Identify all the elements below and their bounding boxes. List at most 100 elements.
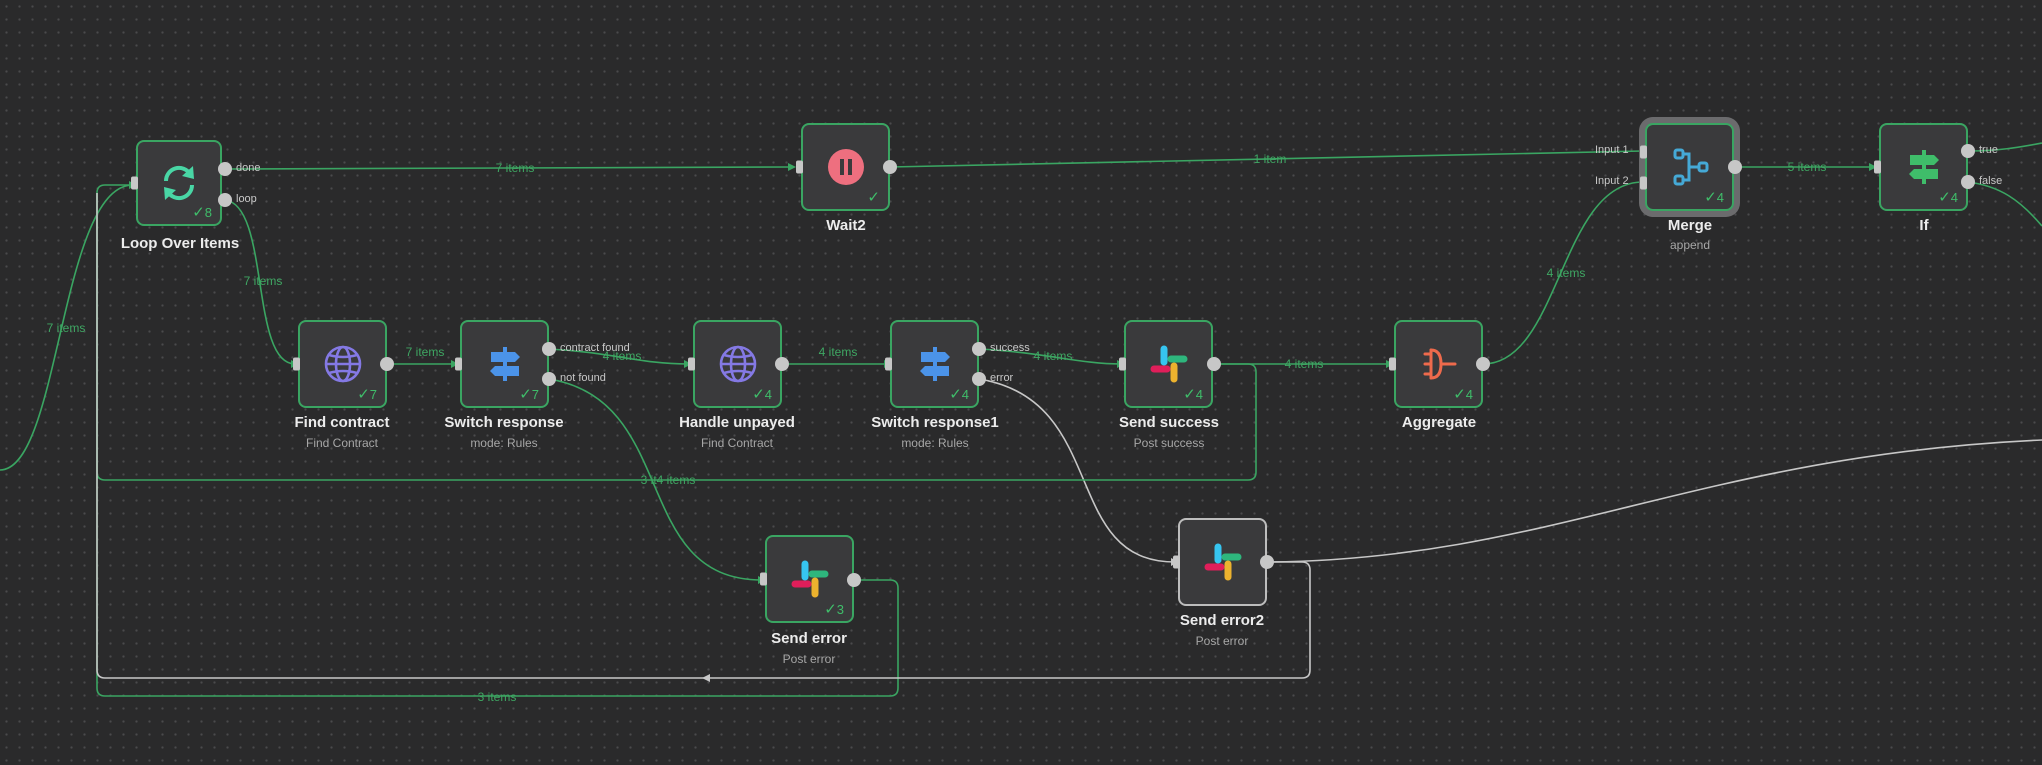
- node-switch-response[interactable]: ✓7: [455, 320, 549, 408]
- node-send-error2[interactable]: [1173, 518, 1267, 606]
- node-title: Send error2: [1179, 612, 1265, 629]
- edge-if-true: [1967, 142, 2042, 152]
- success-count: ✓7: [357, 386, 377, 403]
- output-port-false[interactable]: [1961, 175, 1975, 189]
- edge-label: 5 items: [1787, 160, 1827, 174]
- slack-icon: [791, 560, 828, 598]
- node-merge[interactable]: ✓4: [1640, 123, 1734, 211]
- output-port-true[interactable]: [1961, 144, 1975, 158]
- node-subtitle: Find Contract: [305, 436, 379, 450]
- edge-loop-to-find: [224, 199, 296, 365]
- edge-label: 7 items: [495, 161, 535, 175]
- edge-loop-to-wait2: [224, 166, 793, 170]
- edge-label: 3 items: [477, 690, 517, 704]
- output-port[interactable]: [883, 160, 897, 174]
- port-label: false: [1979, 175, 2003, 187]
- output-port[interactable]: [1476, 357, 1490, 371]
- success-count: ✓4: [752, 386, 772, 403]
- input-port[interactable]: [760, 572, 767, 586]
- node-title: Find contract: [294, 414, 390, 431]
- input-port[interactable]: [796, 160, 803, 174]
- port-label: error: [990, 372, 1014, 384]
- port-label: contract found: [560, 342, 630, 354]
- output-port-error[interactable]: [972, 372, 986, 386]
- slack-icon: [1204, 543, 1241, 581]
- edge-left-to-loop: [0, 184, 134, 471]
- success-count: ✓4: [1453, 386, 1473, 403]
- node-title: Switch response1: [871, 414, 999, 431]
- node-subtitle: mode: Rules: [901, 436, 969, 450]
- output-port[interactable]: [1207, 357, 1221, 371]
- input-port[interactable]: [1389, 357, 1396, 371]
- node-switch-response1[interactable]: ✓4: [885, 320, 979, 408]
- input-port[interactable]: [688, 357, 695, 371]
- input-port[interactable]: [293, 357, 300, 371]
- node-loop-over-items[interactable]: ✓8: [131, 140, 222, 226]
- slack-icon: [1150, 345, 1187, 383]
- edge-wait2-to-merge: [889, 150, 1644, 168]
- port-label: not found: [560, 372, 606, 384]
- edge-switch-to-senderror: [548, 378, 763, 581]
- edge-label: 7 items: [405, 345, 445, 359]
- node-subtitle: append: [1669, 238, 1711, 252]
- success-count: ✓4: [1938, 189, 1958, 206]
- output-port[interactable]: [775, 357, 789, 371]
- globe-icon: [324, 345, 361, 383]
- output-port[interactable]: [1728, 160, 1742, 174]
- output-port-success[interactable]: [972, 342, 986, 356]
- success-count: ✓4: [1704, 189, 1724, 206]
- node-title: Loop Over Items: [120, 235, 240, 252]
- node-if[interactable]: ✓4: [1874, 123, 1968, 211]
- input-port-2[interactable]: [1640, 176, 1647, 190]
- node-title: Handle unpayed: [679, 414, 795, 431]
- edge-label: 4 items: [818, 345, 858, 359]
- input-port[interactable]: [131, 176, 138, 190]
- node-subtitle: Post error: [1195, 634, 1249, 648]
- edge-label: 4 items: [1546, 266, 1586, 280]
- output-port-not-found[interactable]: [542, 372, 556, 386]
- output-port[interactable]: [380, 357, 394, 371]
- aggregate-icon: [1423, 348, 1456, 380]
- input-port[interactable]: [1874, 160, 1881, 174]
- edge-label: 7 items: [46, 321, 86, 335]
- port-label: Input 1: [1595, 144, 1629, 156]
- success-count: ✓7: [519, 386, 539, 403]
- signpost-icon: [489, 347, 520, 381]
- input-port[interactable]: [1173, 555, 1180, 569]
- input-port[interactable]: [455, 357, 462, 371]
- edge-label: 1 item: [1253, 152, 1287, 166]
- edge-switch1-to-senderror2: [978, 378, 1176, 563]
- node-subtitle: Find Contract: [700, 436, 774, 450]
- node-find-contract[interactable]: ✓7: [293, 320, 387, 408]
- node-handle-unpayed[interactable]: ✓4: [688, 320, 782, 408]
- output-port-contract-found[interactable]: [542, 342, 556, 356]
- output-port[interactable]: [1260, 555, 1274, 569]
- output-port[interactable]: [847, 573, 861, 587]
- port-label: success: [990, 342, 1030, 354]
- node-title: Merge: [1667, 217, 1713, 234]
- node-send-error[interactable]: ✓3: [760, 535, 854, 623]
- refresh-icon: [163, 165, 195, 201]
- node-send-success[interactable]: ✓4: [1119, 320, 1213, 408]
- node-title: Aggregate: [1401, 414, 1477, 431]
- edge-sendsuccess-back: [96, 184, 1257, 481]
- port-label: loop: [236, 193, 257, 205]
- node-aggregate[interactable]: ✓4: [1389, 320, 1483, 408]
- input-port[interactable]: [1119, 357, 1126, 371]
- edge-label: 4 items: [1284, 357, 1324, 371]
- node-subtitle: mode: Rules: [470, 436, 538, 450]
- node-wait2[interactable]: ✓: [796, 123, 890, 211]
- edge-senderror2-out: [1266, 439, 2042, 563]
- edge-label: 3 it4 items: [640, 473, 696, 487]
- input-port[interactable]: [885, 357, 892, 371]
- edge-label: 7 items: [243, 274, 283, 288]
- input-port-1[interactable]: [1640, 145, 1647, 159]
- output-port-done[interactable]: [218, 162, 232, 176]
- edge-aggregate-to-merge: [1482, 181, 1644, 365]
- edge-label: 4 items: [1033, 349, 1073, 363]
- edge-switch-to-handle: [548, 348, 689, 365]
- pause-icon: [827, 149, 864, 185]
- output-port-loop[interactable]: [218, 193, 232, 207]
- node-subtitle: Post error: [782, 652, 836, 666]
